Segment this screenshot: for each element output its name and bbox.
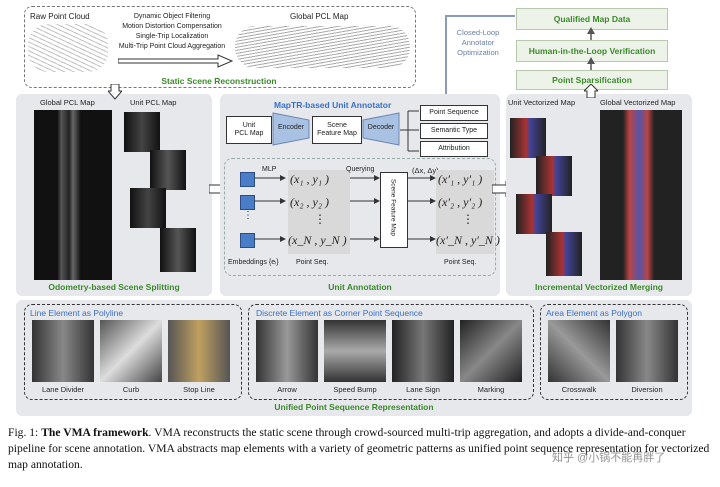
lane-sign-label: Lane Sign	[406, 385, 440, 394]
step-dynamic-filtering: Dynamic Object Filtering	[133, 13, 211, 20]
stop-line-image	[168, 320, 230, 382]
point-in-dots: ⋮	[314, 212, 326, 226]
marking-image	[460, 320, 522, 382]
center-panel-title: Unit Annotation	[328, 282, 392, 292]
stop-line-label: Stop Line	[183, 385, 215, 394]
marking-label: Marking	[477, 385, 505, 394]
left-unit-pcl-tile-1	[124, 112, 160, 152]
raw-point-cloud-label: Raw Point Cloud	[30, 12, 90, 21]
point-seq-out-bg	[436, 170, 494, 254]
delta-label: (Δx, Δy)	[412, 166, 439, 175]
point-seq-label-2: Point Seq.	[444, 259, 477, 266]
line-element-title: Line Element as Polyline	[30, 308, 124, 318]
decoder-shape	[362, 112, 400, 146]
speed-bump-label: Speed Bump	[333, 385, 377, 394]
lane-divider-image	[32, 320, 94, 382]
raw-point-cloud-image	[28, 24, 108, 72]
scene-feature-map-vertical-label: Scene Feature Map	[389, 178, 397, 237]
left-unit-pcl-map-label: Unit PCL Map	[130, 98, 177, 107]
unit-pcl-map-box: Unit PCL Map	[226, 116, 272, 144]
output-attribution: Attribution	[420, 141, 488, 157]
unit-vectorized-map-label: Unit Vectorized Map	[508, 98, 576, 107]
query-arrows	[350, 175, 436, 242]
left-unit-pcl-tile-3	[130, 188, 166, 228]
line-element-group	[24, 304, 242, 400]
area-element-group	[540, 304, 688, 400]
mlp-label: MLP	[262, 166, 277, 173]
global-vectorized-map-label: Global Vectorized Map	[600, 98, 676, 107]
embedding-2	[240, 195, 255, 210]
curb-label: Curb	[122, 385, 140, 394]
speed-bump-image	[324, 320, 386, 382]
left-panel-title: Odometry-based Scene Splitting	[48, 282, 180, 292]
output-semantic-type: Semantic Type	[420, 123, 488, 139]
decoder-label: Decoder	[367, 124, 395, 131]
left-down-arrow	[108, 84, 122, 100]
processing-steps: Dynamic Object Filtering Motion Distorti…	[112, 12, 232, 52]
caption-label: Fig. 1:	[8, 426, 39, 439]
crosswalk-image	[548, 320, 610, 382]
point-out-n: (x′_N , y′_N )	[436, 233, 500, 247]
left-unit-pcl-tile-2	[150, 150, 186, 190]
scene-feature-map-vertical-box	[380, 172, 408, 248]
unit-vectorized-tile-4	[546, 232, 582, 276]
maptr-annotator-title: MapTR-based Unit Annotator	[274, 100, 392, 110]
unit-annotation-inner-box	[224, 158, 496, 276]
static-scene-reconstruction-title: Static Scene Reconstruction	[161, 76, 277, 86]
diversion-label: Diversion	[631, 385, 663, 394]
crosswalk-label: Crosswalk	[561, 385, 597, 394]
encoder-label: Encoder	[277, 124, 305, 131]
step-motion-compensation: Motion Distortion Compensation	[122, 23, 222, 30]
left-unit-pcl-tile-4	[160, 228, 196, 272]
caption-bold: The VMA framework	[41, 426, 149, 439]
left-global-pcl-map-image	[34, 110, 112, 280]
global-vectorized-map-image	[600, 110, 682, 280]
left-global-pcl-map-label: Global PCL Map	[40, 98, 95, 107]
encoder-shape	[272, 112, 310, 146]
caption-text: . VMA reconstructs the static scene thro…	[8, 426, 710, 471]
embedding-n	[240, 233, 255, 248]
querying-label: Querying	[346, 166, 375, 173]
mlp-arrows	[254, 175, 286, 242]
unit-vectorized-tile-2	[536, 156, 572, 196]
lane-divider-label: Lane Divider	[41, 385, 85, 394]
watermark: 知乎 @小锅不能再胖了	[552, 452, 666, 464]
unit-vectorized-tile-3	[516, 194, 552, 234]
scene-feature-map-box: Scene Feature Map	[312, 116, 362, 144]
area-element-title: Area Element as Polygon	[546, 308, 642, 318]
right-up-arrow	[584, 84, 598, 98]
point-in-n: (x_N , y_N )	[288, 233, 347, 247]
point-seq-in-bg	[288, 170, 350, 254]
diversion-image	[616, 320, 678, 382]
decoder-output-brace	[400, 110, 419, 152]
point-out-2: (x′₂ , y′₂ )	[438, 195, 483, 209]
bottom-panel-title: Unified Point Sequence Representation	[274, 402, 434, 412]
discrete-element-title: Discrete Element as Corner Point Sequenc…	[256, 308, 423, 318]
global-pcl-map-top-image	[235, 26, 410, 68]
embedding-dots: ⋮	[243, 210, 253, 221]
point-out-1: (x′₁ , y′₁ )	[438, 172, 483, 186]
unit-vectorized-tile-1	[510, 118, 546, 158]
lane-sign-image	[392, 320, 454, 382]
point-out-dots: ⋮	[462, 212, 474, 226]
point-seq-label-1: Point Seq.	[296, 259, 329, 266]
discrete-element-group	[248, 304, 534, 400]
right-panel-title: Incremental Vectorized Merging	[534, 282, 663, 292]
step-multi-trip-aggregation: Multi-Trip Point Cloud Aggregation	[118, 43, 226, 50]
embedding-1	[240, 172, 255, 187]
point-in-2: (x₂ , y₂ )	[290, 195, 329, 209]
top-flow-arrow	[118, 54, 234, 68]
arrow-label: Arrow	[277, 385, 297, 394]
curb-image	[100, 320, 162, 382]
embeddings-label: Embeddings {eᵢ}	[228, 259, 279, 266]
step-single-trip-localization: Single-Trip Localization	[135, 33, 209, 40]
point-in-1: (x₁ , y₁ )	[290, 172, 329, 186]
static-scene-reconstruction-box	[24, 6, 416, 88]
global-pcl-map-top-label: Global PCL Map	[290, 12, 349, 21]
arrow-image	[256, 320, 318, 382]
output-point-sequence: Point Sequence	[420, 105, 488, 121]
figure-caption: Fig. 1: The VMA framework. VMA reconstru…	[8, 425, 714, 473]
closed-loop-label: Closed-Loop Annotator Optimization	[456, 28, 500, 57]
